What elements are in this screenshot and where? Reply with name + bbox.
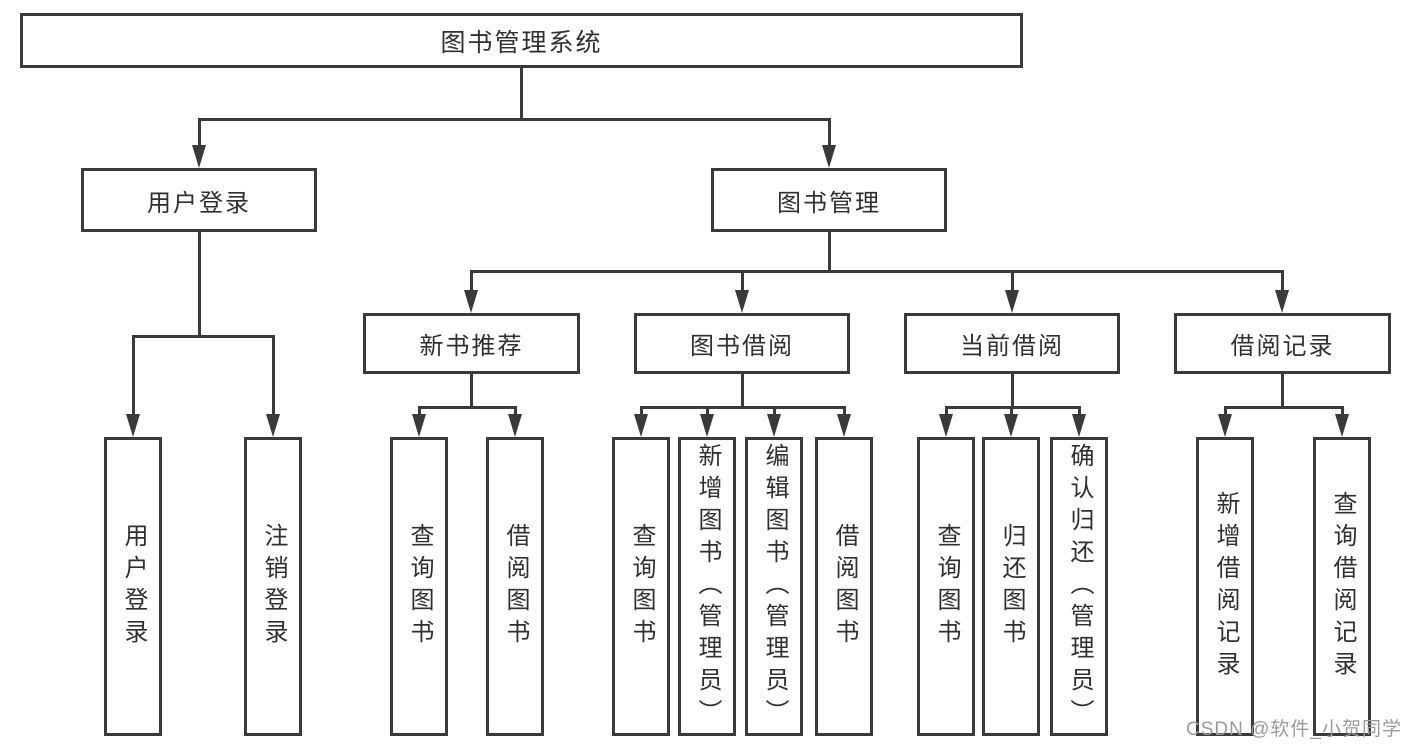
leaf-query-borrow-record: 查询借阅记录 — [1313, 437, 1371, 736]
arrowhead-icon — [700, 414, 714, 437]
leaf-logout-label: 注销登录 — [260, 522, 287, 651]
leaf-borrow-book-label: 借阅图书 — [831, 522, 858, 651]
connector-drop — [1010, 406, 1013, 418]
connector-drop — [132, 335, 135, 420]
leaf-query-book-recommend-label: 查询图书 — [406, 522, 433, 651]
leaf-edit-book-admin-label: 编辑图书（管理员） — [761, 442, 788, 731]
leaf-query-book-borrow-label: 查询图书 — [628, 522, 655, 651]
arrowhead-icon — [634, 414, 648, 437]
leaf-borrow-book-recommend: 借阅图书 — [486, 437, 544, 736]
connector-drop — [640, 406, 643, 418]
connector-drop — [828, 118, 831, 150]
csdn-watermark: CSDN @软件_小贺同学 — [1186, 719, 1402, 740]
leaf-borrow-book: 借阅图书 — [815, 437, 873, 736]
arrowhead-icon — [1004, 414, 1018, 437]
connector-drop — [773, 406, 776, 418]
arrowhead-icon — [822, 145, 836, 168]
leaf-add-book-admin-label: 新增图书（管理员） — [694, 442, 721, 731]
node-book-borrow-label: 图书借阅 — [690, 333, 794, 360]
arrowhead-icon — [1275, 290, 1289, 313]
connector-drop — [272, 335, 275, 420]
leaf-query-book-current: 查询图书 — [917, 437, 975, 736]
leaf-user-login: 用户登录 — [104, 437, 162, 736]
node-book-management-label: 图书管理 — [777, 189, 881, 217]
arrowhead-icon — [508, 414, 522, 437]
connector-drop — [514, 406, 517, 418]
leaf-borrow-book-recommend-label: 借阅图书 — [502, 522, 529, 651]
connector-drop — [470, 270, 473, 295]
connector-drop — [1011, 270, 1014, 295]
leaf-query-book-current-label: 查询图书 — [933, 522, 960, 651]
connector-drop — [945, 406, 948, 418]
leaf-confirm-return-admin-label: 确认归还（管理员） — [1066, 442, 1093, 731]
node-book-management: 图书管理 — [711, 168, 947, 232]
leaf-add-book-admin: 新增图书（管理员） — [678, 437, 736, 736]
connector-drop — [198, 118, 201, 150]
connector-level3-bar — [470, 270, 1284, 273]
arrowhead-icon — [192, 145, 206, 168]
node-current-borrow: 当前借阅 — [904, 313, 1120, 374]
connector-level2-bar — [198, 118, 831, 121]
leaf-edit-book-admin: 编辑图书（管理员） — [745, 437, 803, 736]
leaf-add-borrow-record-label: 新增借阅记录 — [1212, 490, 1239, 683]
arrowhead-icon — [1005, 290, 1019, 313]
leaf-logout: 注销登录 — [244, 437, 302, 736]
arrowhead-icon — [1335, 414, 1349, 437]
node-user-login-label: 用户登录 — [147, 189, 251, 217]
node-new-book-recommend-label: 新书推荐 — [419, 333, 524, 360]
arrowhead-icon — [735, 290, 749, 313]
connector-drop — [741, 374, 744, 406]
connector-recommend-bar — [418, 406, 517, 409]
connector-borrow-bar — [640, 406, 846, 409]
node-borrow-records: 借阅记录 — [1174, 313, 1391, 374]
arrowhead-icon — [837, 414, 851, 437]
arrowhead-icon — [767, 414, 781, 437]
node-user-login: 用户登录 — [81, 168, 317, 232]
connector-drop — [1078, 406, 1081, 418]
leaf-user-login-label: 用户登录 — [120, 522, 147, 651]
connector-drop — [828, 232, 831, 270]
connector-records-bar — [1224, 406, 1344, 409]
arrowhead-icon — [266, 414, 280, 437]
arrowhead-icon — [412, 414, 426, 437]
connector-drop — [1011, 374, 1014, 406]
arrowhead-icon — [1072, 414, 1086, 437]
connector-login-bar — [132, 335, 275, 338]
connector-drop — [418, 406, 421, 418]
connector-drop — [843, 406, 846, 418]
node-root: 图书管理系统 — [20, 13, 1023, 68]
arrowhead-icon — [126, 414, 140, 437]
arrowhead-icon — [939, 414, 953, 437]
connector-drop — [1224, 406, 1227, 418]
leaf-query-book-borrow: 查询图书 — [612, 437, 670, 736]
connector-root-drop — [520, 68, 523, 118]
connector-drop — [1341, 406, 1344, 418]
connector-drop — [1281, 270, 1284, 295]
node-current-borrow-label: 当前借阅 — [960, 333, 1064, 360]
connector-drop — [741, 270, 744, 295]
connector-drop — [1281, 374, 1284, 406]
arrowhead-icon — [1218, 414, 1232, 437]
connector-current-bar — [945, 406, 1081, 409]
leaf-return-book: 归还图书 — [982, 437, 1040, 736]
node-book-borrow: 图书借阅 — [634, 313, 850, 374]
node-borrow-records-label: 借阅记录 — [1230, 333, 1335, 360]
leaf-query-borrow-record-label: 查询借阅记录 — [1329, 490, 1356, 683]
leaf-return-book-label: 归还图书 — [998, 522, 1025, 651]
arrowhead-icon — [464, 290, 478, 313]
connector-drop — [198, 232, 201, 335]
leaf-query-book-recommend: 查询图书 — [390, 437, 448, 736]
node-root-label: 图书管理系统 — [440, 28, 603, 57]
connector-drop — [470, 374, 473, 406]
node-new-book-recommend: 新书推荐 — [363, 313, 580, 374]
leaf-confirm-return-admin: 确认归还（管理员） — [1050, 437, 1108, 736]
leaf-add-borrow-record: 新增借阅记录 — [1196, 437, 1254, 736]
connector-drop — [706, 406, 709, 418]
